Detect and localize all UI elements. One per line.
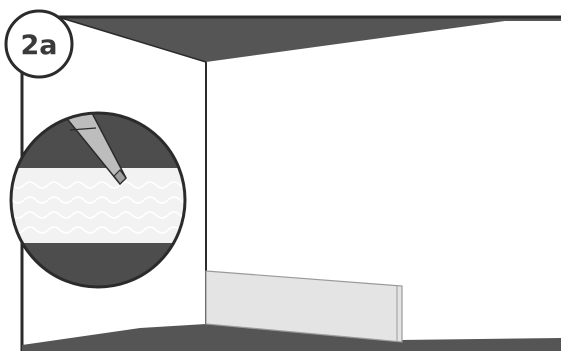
step-badge-label: 2a: [20, 30, 57, 61]
floor: [22, 322, 561, 351]
caulk-tube-nozzle-icon: [62, 113, 127, 186]
magnifier-ring: [9, 111, 187, 289]
magnifier-board: [11, 168, 185, 243]
magnifier: [9, 111, 187, 289]
panel-board: [205, 270, 403, 343]
ceiling: [58, 17, 561, 62]
step-badge: 2a: [4, 9, 74, 79]
wavy-grain-pattern: [11, 181, 185, 234]
left-wall-top-edge: [57, 16, 207, 63]
